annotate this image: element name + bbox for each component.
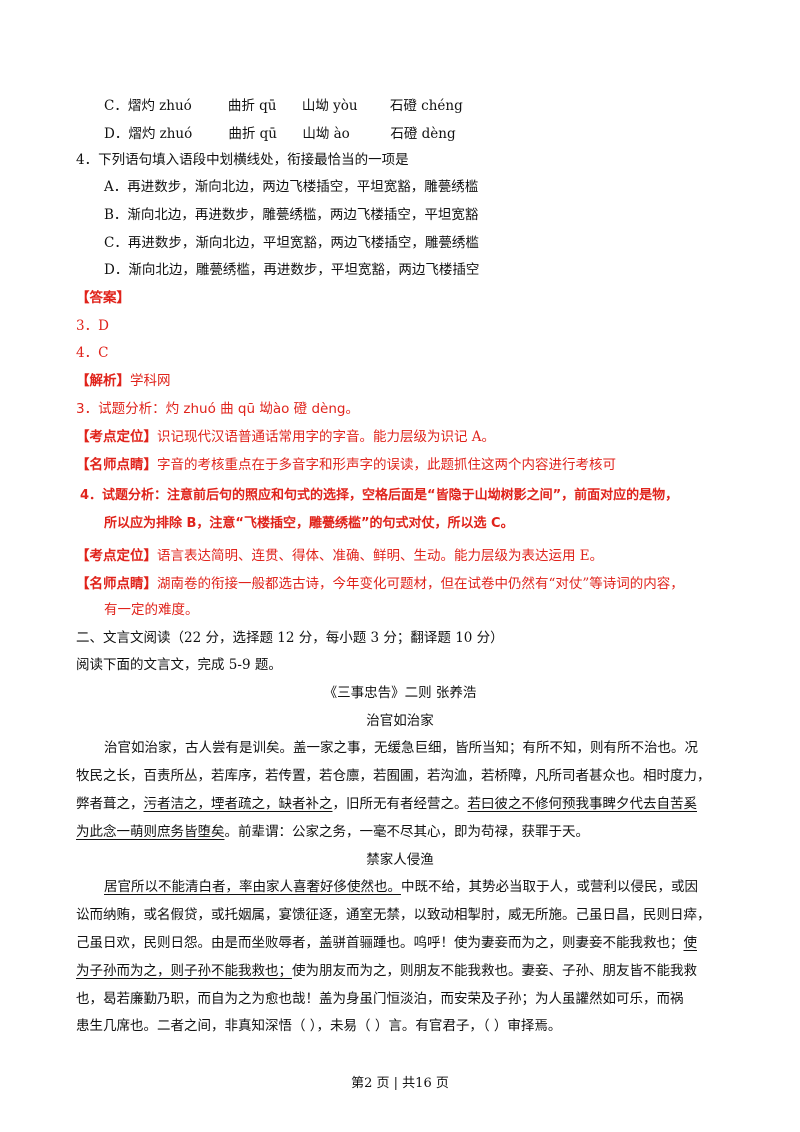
mingshi-2-tag: 【名师点睛】 <box>76 576 157 592</box>
mingshi-2-text: 湖南卷的衔接一般都选古诗，今年变化可题材，但在试卷中仍然有“对仗”等诗词的内容， <box>157 576 684 592</box>
p1-line2: 牧民之长，百责所丛，若库序，若传置，若仓廪，若囿圃，若沟洫，若桥障，凡所司者甚众… <box>76 768 711 784</box>
q3-option-d-c: 山坳 ào <box>302 126 350 142</box>
p2-line4-underlined: 为子孙而为之，则子孙不能我救也； <box>76 963 292 979</box>
q4-option-d: D．渐向北边，雕甍绣槛，再进数步，平坦宽豁，两边飞楼插空 <box>104 262 480 278</box>
q3-option-d: D．熠灼 zhuó 曲折 qū 山坳 ào 石磴 dèng <box>104 124 456 144</box>
p2-line1: 居官所以不能清白者，率由家人喜奢好侈使然也。中既不给，其势必当取于人，或营利以侵… <box>104 877 698 897</box>
p2-line1-b: 中既不给，其势必当取于人，或营利以侵民，或因 <box>401 879 698 895</box>
passage-subtitle-2: 禁家人侵渔 <box>366 852 434 868</box>
p2-line3-a: 己虽日欢，民则日怨。由是而坐败辱者，盖骈首骊踵也。呜呼！使为妻妾而为之，则妻妾不… <box>76 935 684 951</box>
section2-instruction: 阅读下面的文言文，完成 5-9 题。 <box>76 657 282 673</box>
section2-heading: 二、文言文阅读（22 分，选择题 12 分，每小题 3 分；翻译题 10 分） <box>76 630 504 646</box>
passage-title: 《三事忠告》二则 张养浩 <box>323 685 477 701</box>
p2-line2: 讼而纳贿，或名假贷，或托姻属，宴馈征逐，通室无禁，以致动相掣肘，威无所施。己虽日… <box>76 907 711 923</box>
q3-option-c-b: 曲折 qū <box>227 98 277 114</box>
analysis-mingshi-2-cont: 有一定的难度。 <box>104 602 199 618</box>
p1-line3-underlined-2: 若曰彼之不修何预我事睥夕代去自苦奚 <box>467 796 698 812</box>
p2-line4-b: 使为朋友而为之，则朋友不能我救也。妻妾、子孙、朋友皆不能我救 <box>292 963 697 979</box>
q3-option-d-a: 熠灼 zhuó <box>128 126 193 142</box>
analysis-mingshi-2: 【名师点睛】湖南卷的衔接一般都选古诗，今年变化可题材，但在试卷中仍然有“对仗”等… <box>76 574 684 594</box>
q3-option-d-d: 石磴 dèng <box>390 126 456 142</box>
q3-option-c: C．熠灼 zhuó 曲折 qū 山坳 yòu 石磴 chéng <box>104 96 463 116</box>
p1-line3-c: ，旧所无有者经营之。 <box>332 796 468 812</box>
q3-option-c-d: 石磴 chéng <box>389 98 463 114</box>
p2-line3: 己虽日欢，民则日怨。由是而坐败辱者，盖骈首骊踵也。呜呼！使为妻妾而为之，则妻妾不… <box>76 933 697 953</box>
p1-line1: 治官如治家，古人尝有是训矣。盖一家之事，无缓急巨细，皆所当知；有所不知，则有所不… <box>104 740 698 756</box>
passage-subtitle-1: 治官如治家 <box>366 713 434 729</box>
analysis-header-bracket: 【解析】 <box>76 373 130 389</box>
answer-header: 【答案】 <box>76 290 130 306</box>
p2-line5: 也，曷若廉勤乃职，而自为之为愈也哉！盖为身虽门恒淡泊，而安荣及子孙；为人虽讙然如… <box>76 991 684 1007</box>
p1-line4-underlined: 为此念一萌则庶务皆堕矣 <box>76 824 225 840</box>
p1-line3: 弊者葺之，污者洁之，堙者疏之，缺者补之，旧所无有者经营之。若曰彼之不修何预我事睥… <box>76 794 697 814</box>
q4-option-a: A．再进数步，渐向北边，两边飞楼插空，平坦宽豁，雕甍绣槛 <box>104 179 479 195</box>
kaodian-2-text: 语言表达简明、连贯、得体、准确、鲜明、生动。能力层级为表达运用 E。 <box>157 548 604 564</box>
q4-stem: 4．下列语句填入语段中划横线处，衔接最恰当的一项是 <box>76 152 409 168</box>
analysis-q4-line2: 所以应为排除 B，注意“飞楼插空，雕甍绣槛”的句式对仗，所以选 C。 <box>104 516 514 531</box>
q3-option-d-label: D． <box>104 126 129 142</box>
q3-option-d-b: 曲折 qū <box>228 126 277 142</box>
p1-line4: 为此念一萌则庶务皆堕矣。前辈谓：公家之务，一毫不尽其心，即为苟禄，获罪于天。 <box>76 822 589 842</box>
analysis-kaodian-2: 【考点定位】语言表达简明、连贯、得体、准确、鲜明、生动。能力层级为表达运用 E。 <box>76 546 603 566</box>
p1-line4-b: 。前辈谓：公家之务，一毫不尽其心，即为苟禄，获罪于天。 <box>224 824 590 840</box>
page-footer: 第2 页 | 共16 页 <box>351 1076 449 1091</box>
p2-line6: 患生几席也。二者之间，非真知深悟（ ），未易（ ）言。有官君子，（ ）审择焉。 <box>76 1018 562 1034</box>
mingshi-1-tag: 【名师点睛】 <box>76 457 157 473</box>
p2-line4: 为子孙而为之，则子孙不能我救也；使为朋友而为之，则朋友不能我救也。妻妾、子孙、朋… <box>76 961 697 981</box>
p2-line1-underlined: 居官所以不能清白者，率由家人喜奢好侈使然也。 <box>104 879 401 895</box>
q3-option-c-label: C． <box>104 98 128 114</box>
analysis-q4-line1: 4．试题分析：注意前后句的照应和句式的选择，空格后面是“皆隐于山坳树影之间”，前… <box>80 488 679 503</box>
answer-3: 3．D <box>76 318 109 334</box>
kaodian-1-text: 识记现代汉语普通话常用字的字音。能力层级为识记 A。 <box>157 429 496 445</box>
p1-line3-a: 弊者葺之， <box>76 796 144 812</box>
analysis-kaodian-1: 【考点定位】识记现代汉语普通话常用字的字音。能力层级为识记 A。 <box>76 427 495 447</box>
q4-option-c: C．再进数步，渐向北边，平坦宽豁，两边飞楼插空，雕甍绣槛 <box>104 235 479 251</box>
p2-line3-underlined: 使 <box>683 935 698 951</box>
analysis-mingshi-1: 【名师点睛】字音的考核重点在于多音字和形声字的误读，此题抓住这两个内容进行考核可 <box>76 455 616 475</box>
kaodian-1-tag: 【考点定位】 <box>76 429 157 445</box>
p1-line3-underlined-1: 污者洁之，堙者疏之，缺者补之 <box>143 796 333 812</box>
q3-option-c-a: 熠灼 zhuó <box>127 98 192 114</box>
kaodian-2-tag: 【考点定位】 <box>76 548 157 564</box>
analysis-q3: 3．试题分析：灼 zhuó 曲 qū 坳ào 磴 dèng。 <box>76 401 359 417</box>
q3-option-c-c: 山坳 yòu <box>301 98 358 114</box>
analysis-header: 【解析】学科网 <box>76 371 171 391</box>
mingshi-1-text: 字音的考核重点在于多音字和形声字的误读，此题抓住这两个内容进行考核可 <box>157 457 616 473</box>
analysis-header-tag: 学科网 <box>130 373 171 389</box>
q4-option-b: B．渐向北边，再进数步，雕甍绣槛，两边飞楼插空，平坦宽豁 <box>104 207 479 223</box>
answer-4: 4．C <box>76 345 109 361</box>
